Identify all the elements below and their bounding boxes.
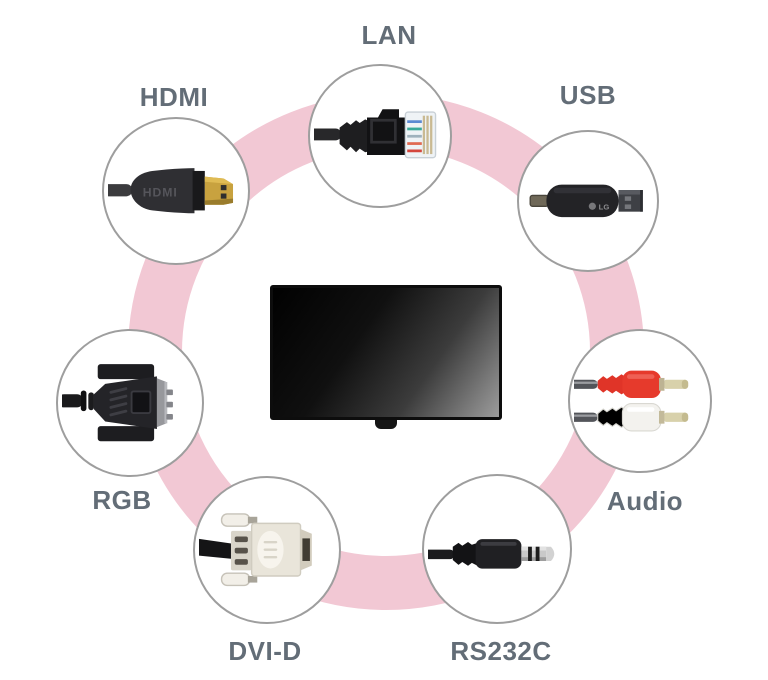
display-device xyxy=(270,285,502,429)
port-label-hdmi: HDMI xyxy=(139,82,209,112)
usb-dongle-icon: LG xyxy=(529,184,643,218)
port-circle-lan xyxy=(308,64,452,208)
port-label-lan: LAN xyxy=(361,20,417,50)
port-circle-dvid xyxy=(193,476,341,624)
lan-ethernet-cable-icon xyxy=(314,109,437,159)
port-circle-rs232c xyxy=(422,474,572,624)
audio-rca-cables-icon xyxy=(574,370,689,432)
port-label-usb: USB xyxy=(559,80,617,110)
lg-logo-mark xyxy=(588,202,597,211)
rs232c-jack-icon xyxy=(428,539,555,570)
hdmi-cable-icon: HDMI xyxy=(108,168,234,214)
hdmi-emboss-text: HDMI xyxy=(143,186,178,200)
port-circle-rgb xyxy=(56,329,204,477)
vga-connector-icon xyxy=(62,364,174,442)
port-label-rgb: RGB xyxy=(92,485,152,515)
port-circle-audio xyxy=(568,329,712,473)
port-circle-usb: LG xyxy=(517,130,659,272)
display-stand xyxy=(375,420,397,429)
dvi-connector-icon xyxy=(199,513,313,587)
lg-logo-text: LG xyxy=(599,203,610,212)
port-label-audio: Audio xyxy=(606,486,684,516)
port-circle-hdmi: HDMI xyxy=(102,117,250,265)
port-label-rs232c: RS232C xyxy=(450,636,552,666)
port-label-dvid: DVI-D xyxy=(228,636,302,666)
display-screen xyxy=(273,288,499,417)
